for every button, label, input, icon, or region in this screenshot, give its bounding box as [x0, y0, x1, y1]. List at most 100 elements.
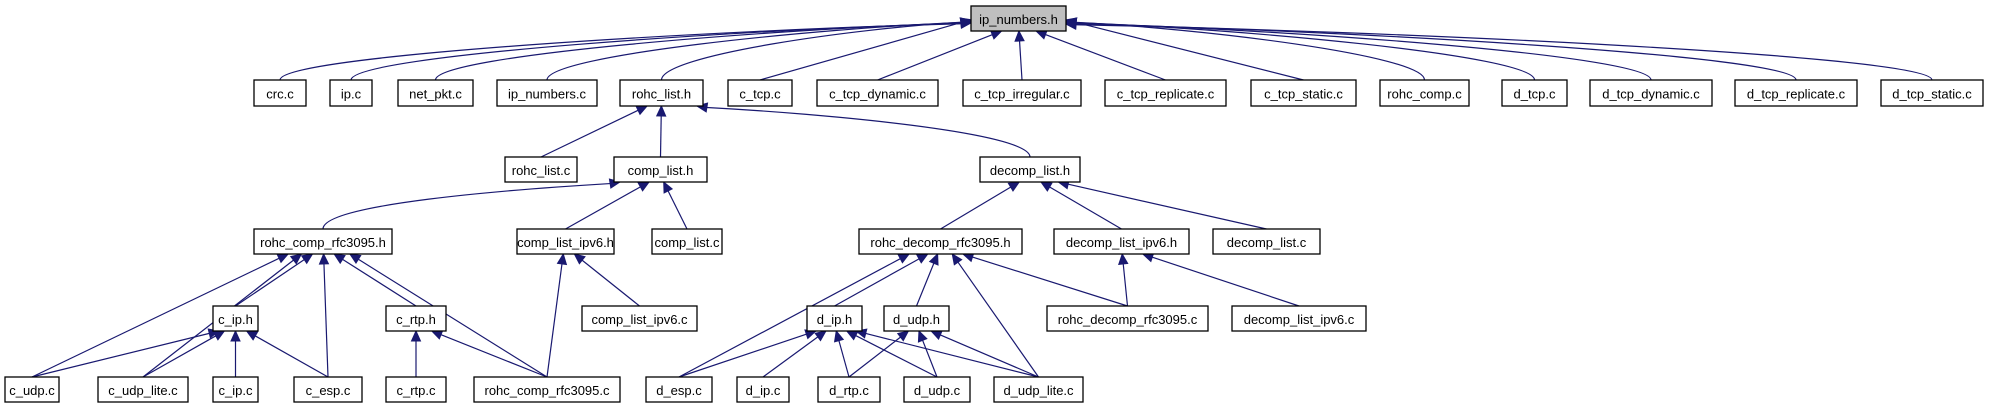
node-box [1250, 79, 1357, 107]
edge-line [546, 263, 563, 378]
node-label: comp_list_ipv6.h [517, 235, 614, 250]
node-c-ip-h[interactable]: c_ip.h [212, 305, 259, 332]
edge-d_ip_h-to-rohc_decomp_rfc3095_h [834, 253, 929, 307]
node-d-tcp-dynamic-c[interactable]: d_tcp_dynamic.c [1589, 79, 1713, 107]
edge-d_ip_c-to-d_ip_h [762, 330, 827, 378]
node-crc-c[interactable]: crc.c [253, 79, 307, 107]
arrowhead-icon [928, 252, 939, 266]
edge-rohc_comp_rfc3095_c-to-c_rtp_h [430, 329, 548, 378]
arrowhead-icon [573, 253, 586, 265]
node-rohc-list-c[interactable]: rohc_list.c [504, 156, 578, 183]
node-comp-list-h[interactable]: comp_list.h [613, 156, 708, 183]
edge-rohc_list_c-to-rohc_list_h [540, 105, 649, 158]
node-decomp-list-ipv6-h[interactable]: decomp_list_ipv6.h [1053, 228, 1190, 255]
node-box [903, 376, 971, 403]
node-box [385, 305, 447, 332]
node-c-rtp-h[interactable]: c_rtp.h [385, 305, 447, 332]
node-c-tcp-dynamic-c[interactable]: c_tcp_dynamic.c [816, 79, 939, 107]
node-box [1046, 305, 1209, 332]
node-c-tcp-replicate-c[interactable]: c_tcp_replicate.c [1104, 79, 1227, 107]
edge-line [358, 258, 548, 378]
edge-c_esp_c-to-c_ip_h [245, 330, 329, 378]
node-label: decomp_list.c [1227, 235, 1307, 250]
arrowhead-icon [230, 329, 241, 342]
node-d-ip-h[interactable]: d_ip.h [806, 305, 863, 332]
node-label: comp_list.h [628, 163, 694, 178]
node-ip-numbers-c[interactable]: ip_numbers.c [496, 79, 598, 107]
node-c-udp-lite-c[interactable]: c_udp_lite.c [97, 376, 189, 403]
node-box [1104, 79, 1227, 107]
arrowhead-icon [1007, 181, 1021, 192]
node-comp-list-ipv6-h[interactable]: comp_list_ipv6.h [516, 228, 615, 255]
node-d-ip-c[interactable]: d_ip.c [736, 376, 790, 403]
arrowhead-icon [833, 329, 845, 343]
edge-ip_numbers_c-to-ip_numbers_h [546, 17, 973, 81]
node-comp-list-ipv6-c[interactable]: comp_list_ipv6.c [581, 305, 698, 332]
edge-comp_list_c-to-comp_list_h [663, 180, 688, 230]
node-d-udp-c[interactable]: d_udp.c [903, 376, 971, 403]
node-c-esp-c[interactable]: c_esp.c [293, 376, 363, 403]
node-box [1734, 79, 1858, 107]
edge-line [762, 336, 819, 378]
node-box [97, 376, 189, 403]
node-label: c_ip.h [218, 312, 253, 327]
node-box [4, 376, 60, 403]
edge-line [1075, 21, 1304, 81]
edge-line [235, 259, 305, 307]
edge-line [142, 335, 216, 378]
node-rohc-decomp-rfc3095-c[interactable]: rohc_decomp_rfc3095.c [1046, 305, 1209, 332]
node-c-ip-c[interactable]: c_ip.c [212, 376, 259, 403]
node-decomp-list-h[interactable]: decomp_list.h [979, 156, 1081, 183]
node-d-udp-lite-c[interactable]: d_udp_lite.c [993, 376, 1084, 403]
arrowhead-icon [430, 329, 444, 340]
node-d-rtp-c[interactable]: d_rtp.c [817, 376, 881, 403]
node-label: rohc_list.c [512, 163, 571, 178]
edge-decomp_list_c-to-decomp_list_h [1057, 179, 1267, 230]
node-rohc-decomp-rfc3095-h[interactable]: rohc_decomp_rfc3095.h [858, 228, 1023, 255]
edge-line [877, 34, 993, 81]
node-box [858, 228, 1023, 255]
node-label: c_ip.c [219, 383, 253, 398]
node-label: ip.c [341, 87, 362, 102]
edge-d_udp_h-to-rohc_decomp_rfc3095_h [915, 252, 939, 307]
node-label: rohc_decomp_rfc3095.h [870, 235, 1010, 250]
node-c-rtp-c[interactable]: c_rtp.c [385, 376, 447, 403]
node-rohc-comp-c[interactable]: rohc_comp.c [1379, 79, 1470, 107]
edge-line [440, 334, 548, 378]
node-box [329, 79, 373, 107]
node-c-udp-c[interactable]: c_udp.c [4, 376, 60, 403]
node-ip-c[interactable]: ip.c [329, 79, 373, 107]
node-c-tcp-c[interactable]: c_tcp.c [727, 79, 793, 107]
node-label: crc.c [266, 87, 294, 102]
node-c-tcp-irregular-c[interactable]: c_tcp_irregular.c [962, 79, 1082, 107]
arrowhead-icon [1118, 252, 1129, 265]
node-net-pkt-c[interactable]: net_pkt.c [397, 79, 474, 107]
edge-line [940, 186, 1011, 230]
node-rohc-comp-rfc3095-c[interactable]: rohc_comp_rfc3095.c [473, 376, 621, 403]
node-box [1053, 228, 1190, 255]
node-label: d_udp.h [893, 312, 940, 327]
node-decomp-list-ipv6-c[interactable]: decomp_list_ipv6.c [1231, 305, 1367, 332]
node-rohc-comp-rfc3095-h[interactable]: rohc_comp_rfc3095.h [253, 228, 393, 255]
edge-c_udp_lite_c-to-c_ip_h [142, 330, 226, 378]
node-label: d_esp.c [656, 383, 702, 398]
arrowhead-icon [637, 181, 651, 192]
node-rohc-list-h[interactable]: rohc_list.h [619, 79, 704, 107]
edge-line [1067, 183, 1267, 230]
edge-line [678, 258, 901, 378]
node-d-udp-h[interactable]: d_udp.h [883, 305, 950, 332]
node-comp-list-c[interactable]: comp_list.c [651, 228, 723, 255]
node-d-tcp-static-c[interactable]: d_tcp_static.c [1880, 79, 1984, 107]
node-c-tcp-static-c[interactable]: c_tcp_static.c [1250, 79, 1357, 107]
edge-line [659, 115, 662, 158]
arrowhead-icon [289, 253, 303, 265]
edge-line [1075, 22, 1652, 81]
edge-d_udp_lite_c-to-rohc_decomp_rfc3095_h [951, 253, 1039, 378]
edge-d_rtp_c-to-d_ip_h [833, 329, 850, 378]
node-d-esp-c[interactable]: d_esp.c [645, 376, 713, 403]
node-box [385, 376, 447, 403]
node-d-tcp-replicate-c[interactable]: d_tcp_replicate.c [1734, 79, 1858, 107]
node-d-tcp-c[interactable]: d_tcp.c [1501, 79, 1568, 107]
node-decomp-list-c[interactable]: decomp_list.c [1212, 228, 1321, 255]
